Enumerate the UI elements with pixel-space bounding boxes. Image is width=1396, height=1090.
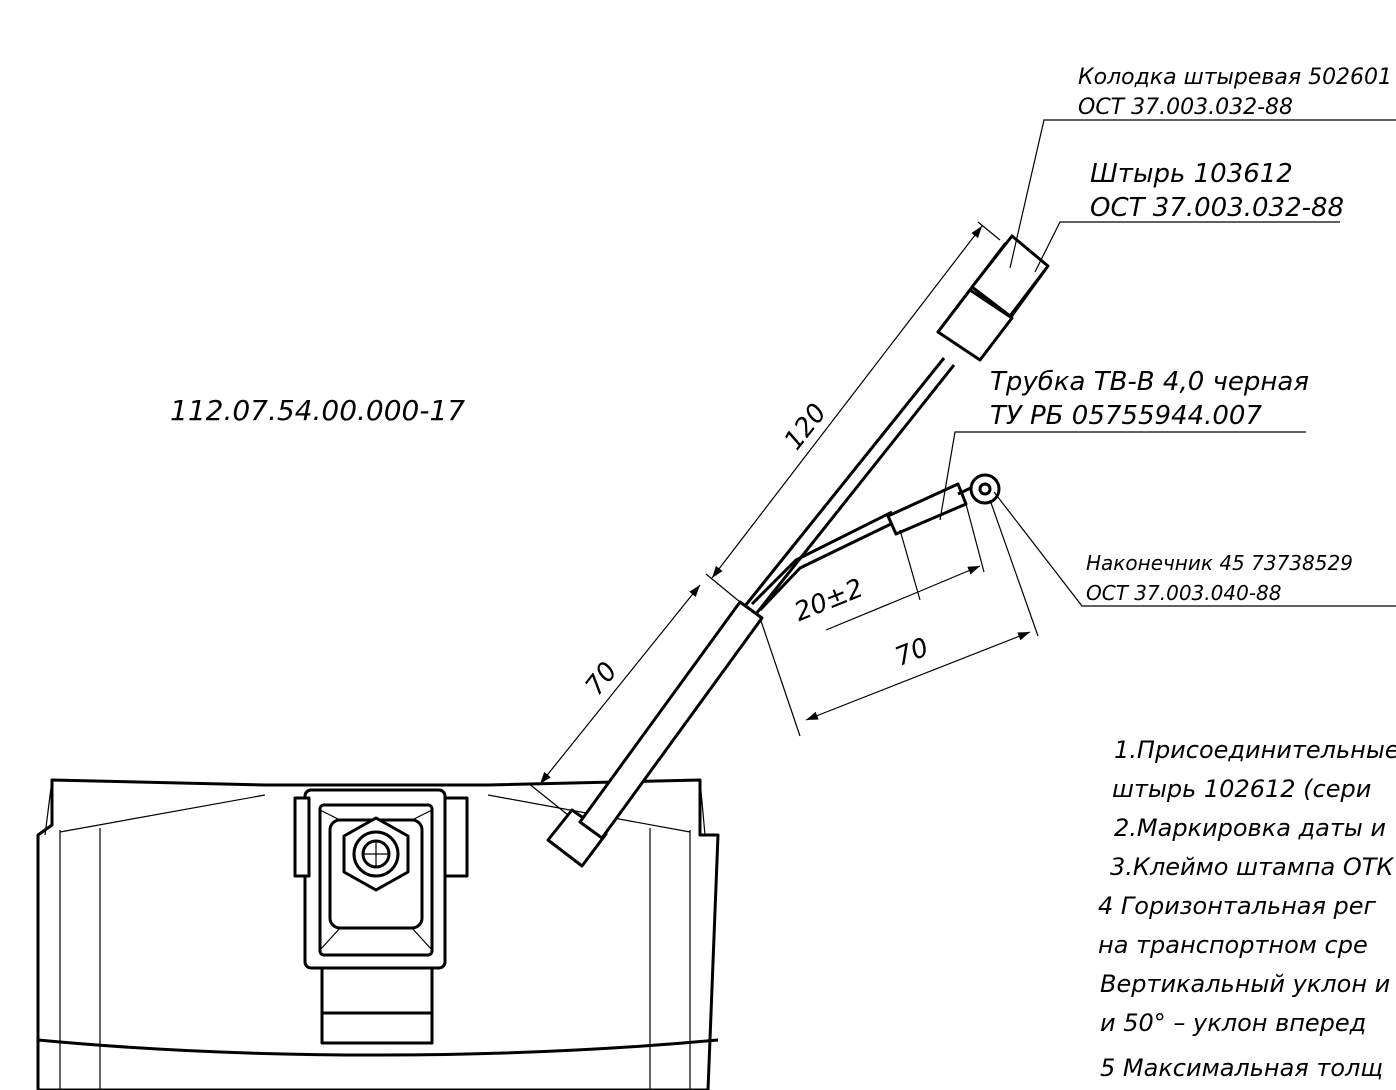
callout-connector-line2: ОСТ 37.003.032-88 [1078, 95, 1293, 120]
dim-branch-length: 70 [891, 632, 933, 672]
note-line: 1.Присоединительные [1114, 736, 1396, 764]
note-line: 2.Маркировка даты и [1114, 814, 1386, 842]
note-line: на транспортном сре [1098, 931, 1368, 959]
note-line: Вертикальный уклон и [1100, 970, 1390, 998]
note-line: 3.Клеймо штампа ОТК [1110, 853, 1394, 881]
callout-connector-line1: Колодка штыревая 502601 [1078, 65, 1392, 90]
dimension-lines [527, 221, 1039, 816]
dim-total-length: 120 [779, 398, 833, 456]
callout-pin-line2: ОСТ 37.003.032-88 [1090, 193, 1344, 223]
technical-notes: 1.Присоединительные штырь 102612 (сери 2… [1098, 736, 1396, 1082]
note-line: 4 Горизонтальная рег [1098, 892, 1377, 920]
hex-nut [342, 816, 410, 892]
dim-sleeve-length: 70 [580, 657, 624, 702]
callout-leaders [939, 119, 1396, 607]
note-line: штырь 102612 (сери [1112, 775, 1371, 803]
callout-lug-line2: ОСТ 37.003.040-88 [1086, 581, 1281, 605]
dim-branch-tube: 20±2 [790, 573, 867, 628]
callout-lug-line1: Наконечник 45 73738529 [1086, 551, 1353, 575]
note-line: и 50° – уклон вперед [1100, 1009, 1366, 1037]
drawing-number: 112.07.54.00.000-17 [170, 394, 465, 427]
note-line: 5 Максимальная толщ [1100, 1054, 1383, 1082]
callout-tube-line1: Трубка ТВ-В 4,0 черная [990, 367, 1309, 397]
connector-block [936, 234, 1050, 362]
callout-pin-line1: Штырь 103612 [1090, 159, 1293, 189]
callout-tube-line2: ТУ РБ 05755944.007 [990, 401, 1262, 431]
wire-harness [546, 234, 1050, 868]
